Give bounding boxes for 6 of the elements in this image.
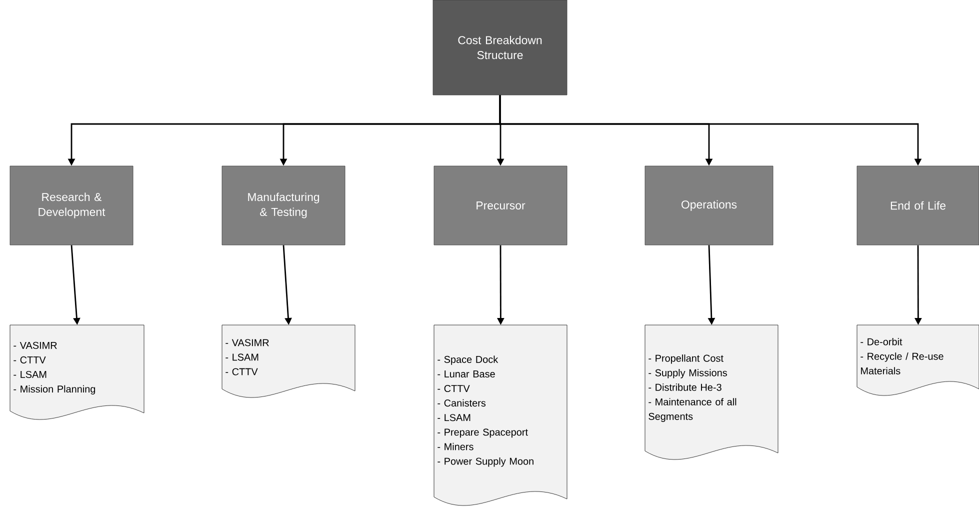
category-box: Research & Development [10, 166, 134, 246]
category-box: Precursor [434, 166, 568, 246]
category-box: Manufacturing & Testing [222, 166, 346, 246]
category-box: End of Life [856, 166, 979, 246]
category-box: Operations [644, 166, 774, 246]
title-box: Cost Breakdown Structure [432, 0, 568, 96]
